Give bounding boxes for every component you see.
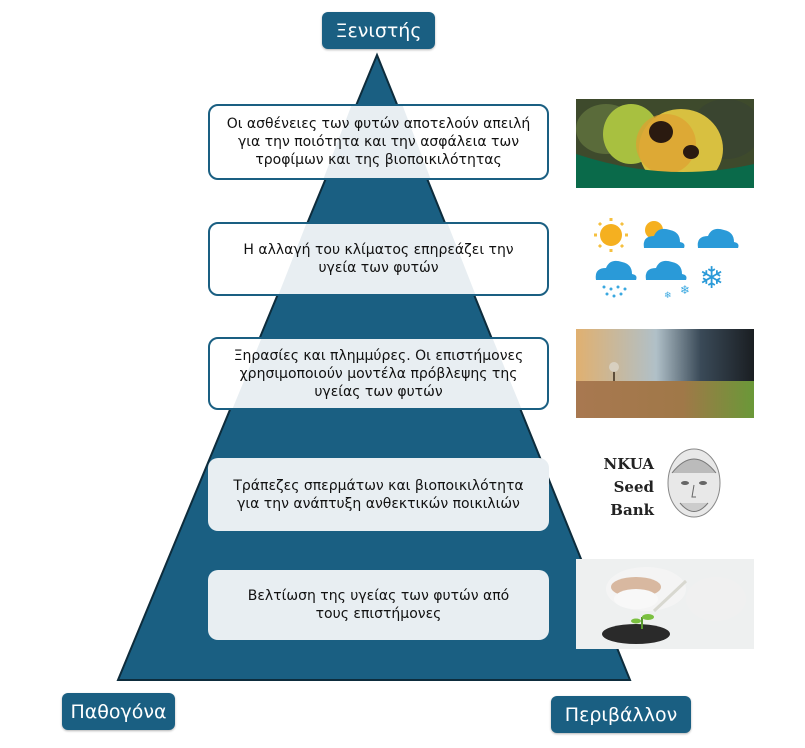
box-highlight-1 <box>323 104 431 180</box>
drought-landscape-photo <box>576 329 754 418</box>
seed-bank-line1: NKUA <box>603 455 654 473</box>
partly-cloudy-icon <box>643 221 685 248</box>
svg-text:❄: ❄ <box>699 261 724 296</box>
level-4-box: Τράπεζες σπερμάτων και βιοποικιλότητα γι… <box>208 458 549 531</box>
rain-icon <box>595 260 637 298</box>
svg-text:❄: ❄ <box>664 291 672 301</box>
scientist-seedling-photo <box>576 559 754 649</box>
level-2-text: Η αλλαγή του κλίματος επηρεάζει την υγεί… <box>243 242 514 276</box>
pathogens-label: Παθογόνα <box>62 693 175 730</box>
snowflake-icon: ❄ <box>699 261 724 296</box>
cloud-icon <box>697 228 739 248</box>
svg-text:❄: ❄ <box>680 283 690 297</box>
seed-bank-line3: Bank <box>610 501 654 519</box>
philosopher-bust-icon <box>667 448 721 518</box>
level-4-text: Τράπεζες σπερμάτων και βιοποικιλότητα γι… <box>233 477 524 512</box>
environment-label: Περιβάλλον <box>551 696 691 733</box>
level-2-box: Η αλλαγή του κλίματος επηρεάζει την υγεί… <box>208 222 549 296</box>
level-3-text: Ξηρασίες και πλημμύρες. Οι επιστήμονες χ… <box>233 347 524 400</box>
snow-cloud-icon: ❄ ❄ <box>645 260 690 301</box>
level-5-box: Βελτίωση της υγείας των φυτών από τους ε… <box>208 570 549 640</box>
level-1-box: Οι ασθένειες των φυτών αποτελούν απειλή … <box>208 104 549 180</box>
host-label: Ξενιστής <box>322 12 435 49</box>
box-highlight-2 <box>278 222 476 296</box>
seed-bank-line2: Seed <box>613 478 654 496</box>
sun-icon <box>594 218 628 252</box>
diseased-tomato-photo <box>576 99 754 188</box>
seed-bank-logo: NKUA Seed Bank <box>576 445 754 530</box>
level-5-text: Βελτίωση της υγείας των φυτών από τους ε… <box>247 588 510 622</box>
weather-icons: ❄ ❄ ❄ <box>576 210 754 305</box>
box-highlight-3 <box>232 337 522 410</box>
level-3-box: Ξηρασίες και πλημμύρες. Οι επιστήμονες χ… <box>208 337 549 410</box>
level-1-text: Οι ασθένειες των φυτών αποτελούν απειλή … <box>226 116 531 168</box>
